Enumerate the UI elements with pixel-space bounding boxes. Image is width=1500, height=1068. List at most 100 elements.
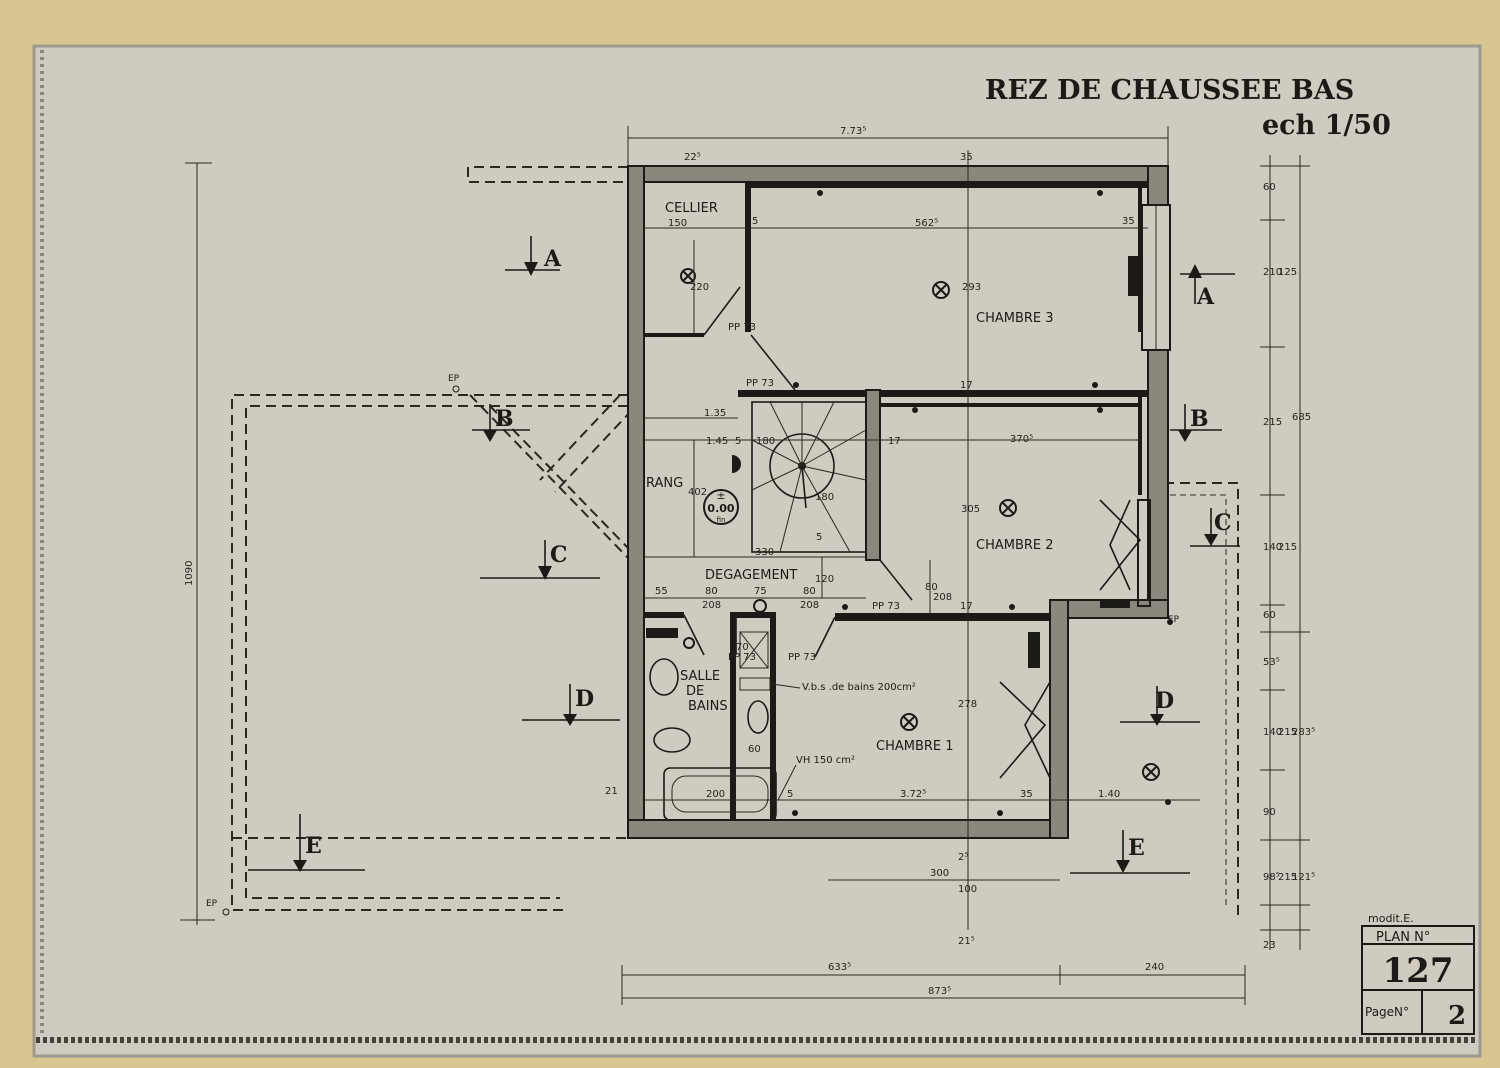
spiral-staircase	[751, 401, 867, 553]
svg-text:98⁵: 98⁵	[1263, 872, 1280, 883]
svg-text:215: 215	[1278, 727, 1297, 738]
svg-text:1090: 1090	[184, 561, 195, 586]
bathroom-fixtures	[646, 628, 777, 821]
svg-text:21: 21	[605, 786, 618, 797]
ep-label-3: EP	[206, 899, 218, 909]
svg-text:PP 73: PP 73	[872, 601, 900, 612]
svg-text:1.35: 1.35	[704, 408, 726, 419]
svg-text:60: 60	[748, 744, 761, 755]
note-ventilation-bath: V.b.s .de bains 200cm²	[802, 682, 916, 693]
svg-text:140: 140	[1263, 542, 1282, 553]
svg-text:A: A	[1196, 284, 1215, 310]
room-rangement: RANG	[646, 476, 683, 491]
svg-text:208: 208	[800, 600, 819, 611]
dashed-outlines	[231, 166, 1239, 915]
svg-text:60: 60	[1263, 610, 1276, 621]
modif-note: modit.E.	[1368, 912, 1414, 925]
section-b-right: B	[1170, 404, 1222, 442]
svg-text:562⁵: 562⁵	[915, 218, 938, 229]
room-cellier: CELLIER	[665, 201, 718, 216]
svg-text:5: 5	[816, 532, 822, 543]
toilet	[747, 700, 769, 734]
svg-text:90: 90	[1263, 807, 1276, 818]
level-marker: ± 0.00 fin	[703, 489, 739, 525]
section-b-left: B	[472, 404, 530, 442]
svg-text:17: 17	[960, 380, 973, 391]
washbasin	[649, 658, 679, 696]
svg-text:180: 180	[815, 492, 834, 503]
room-salle-line2: DE	[686, 684, 704, 699]
svg-text:240: 240	[1145, 962, 1164, 973]
paper-sheet	[34, 46, 1480, 1056]
svg-text:35: 35	[1122, 216, 1135, 227]
svg-text:283⁵: 283⁵	[1292, 727, 1315, 738]
svg-text:200: 200	[706, 789, 725, 800]
svg-text:22⁵: 22⁵	[684, 152, 701, 163]
section-e-right: E	[1070, 830, 1190, 874]
svg-text:2⁵: 2⁵	[958, 852, 968, 863]
door-swings	[683, 286, 1142, 779]
svg-text:633⁵: 633⁵	[828, 962, 851, 973]
svg-text:0.00: 0.00	[707, 502, 734, 515]
svg-text:E: E	[1128, 835, 1145, 861]
room-chambre-2: CHAMBRE 2	[976, 538, 1054, 553]
section-a-left: A	[505, 236, 562, 276]
svg-text:80: 80	[803, 586, 816, 597]
svg-text:35: 35	[1020, 789, 1033, 800]
svg-text:100: 100	[958, 884, 977, 895]
room-chambre-3: CHAMBRE 3	[976, 311, 1054, 326]
svg-text:150: 150	[668, 218, 687, 229]
svg-text:3.72⁵: 3.72⁵	[900, 789, 926, 800]
svg-text:873⁵: 873⁵	[928, 986, 951, 997]
section-markers: A A B B C C D D E E	[248, 236, 1240, 874]
svg-text:125: 125	[1278, 267, 1297, 278]
svg-text:293: 293	[962, 282, 981, 293]
plan-number-label: PLAN N°	[1376, 930, 1430, 945]
plan-scale: ech 1/50	[1262, 110, 1391, 141]
svg-text:180: 180	[756, 436, 775, 447]
svg-text:PP 73: PP 73	[746, 378, 774, 389]
svg-text:5: 5	[735, 436, 741, 447]
room-labels: CELLIER CHAMBRE 3 CHAMBRE 2 CHAMBRE 1 RA…	[646, 201, 1054, 754]
svg-text:330: 330	[755, 547, 774, 558]
svg-text:305: 305	[961, 504, 980, 515]
section-c-left: C	[480, 540, 600, 580]
svg-text:B: B	[1190, 406, 1209, 432]
outlets	[792, 190, 1173, 816]
plan-title: REZ DE CHAUSSEE BAS	[985, 75, 1354, 106]
house-walls	[627, 165, 1171, 839]
plan-number: 127	[1383, 951, 1454, 991]
svg-text:PP 73: PP 73	[788, 652, 816, 663]
section-d-right: D	[1120, 686, 1200, 726]
svg-text:402: 402	[688, 487, 707, 498]
svg-text:1.40: 1.40	[1098, 789, 1120, 800]
light-fixtures	[680, 268, 1160, 781]
page-number: 2	[1448, 1001, 1466, 1031]
svg-text:215: 215	[1278, 542, 1297, 553]
svg-text:E: E	[305, 833, 322, 859]
section-a-right: A	[1180, 264, 1235, 310]
svg-text:208: 208	[702, 600, 721, 611]
svg-text:5: 5	[787, 789, 793, 800]
title-block: modit.E. PLAN N° 127 PageN° 2	[1361, 912, 1475, 1035]
section-c-right: C	[1190, 508, 1240, 547]
room-salle-line3: BAINS	[688, 699, 728, 714]
section-d-left: D	[522, 684, 620, 726]
room-salle-line1: SALLE	[680, 669, 720, 684]
svg-text:80: 80	[705, 586, 718, 597]
svg-text:C: C	[1214, 510, 1232, 536]
svg-text:208: 208	[933, 592, 952, 603]
svg-text:220: 220	[690, 282, 709, 293]
svg-text:17: 17	[888, 436, 901, 447]
svg-text:140: 140	[1263, 727, 1282, 738]
svg-text:D: D	[575, 686, 594, 712]
svg-text:278: 278	[958, 699, 977, 710]
svg-text:5: 5	[752, 216, 758, 227]
svg-text:215: 215	[1263, 417, 1282, 428]
svg-text:300: 300	[930, 868, 949, 879]
svg-text:55: 55	[655, 586, 668, 597]
svg-text:17: 17	[960, 601, 973, 612]
svg-text:PP 73: PP 73	[728, 322, 756, 333]
svg-text:D: D	[1155, 688, 1174, 714]
svg-text:35: 35	[960, 152, 973, 163]
